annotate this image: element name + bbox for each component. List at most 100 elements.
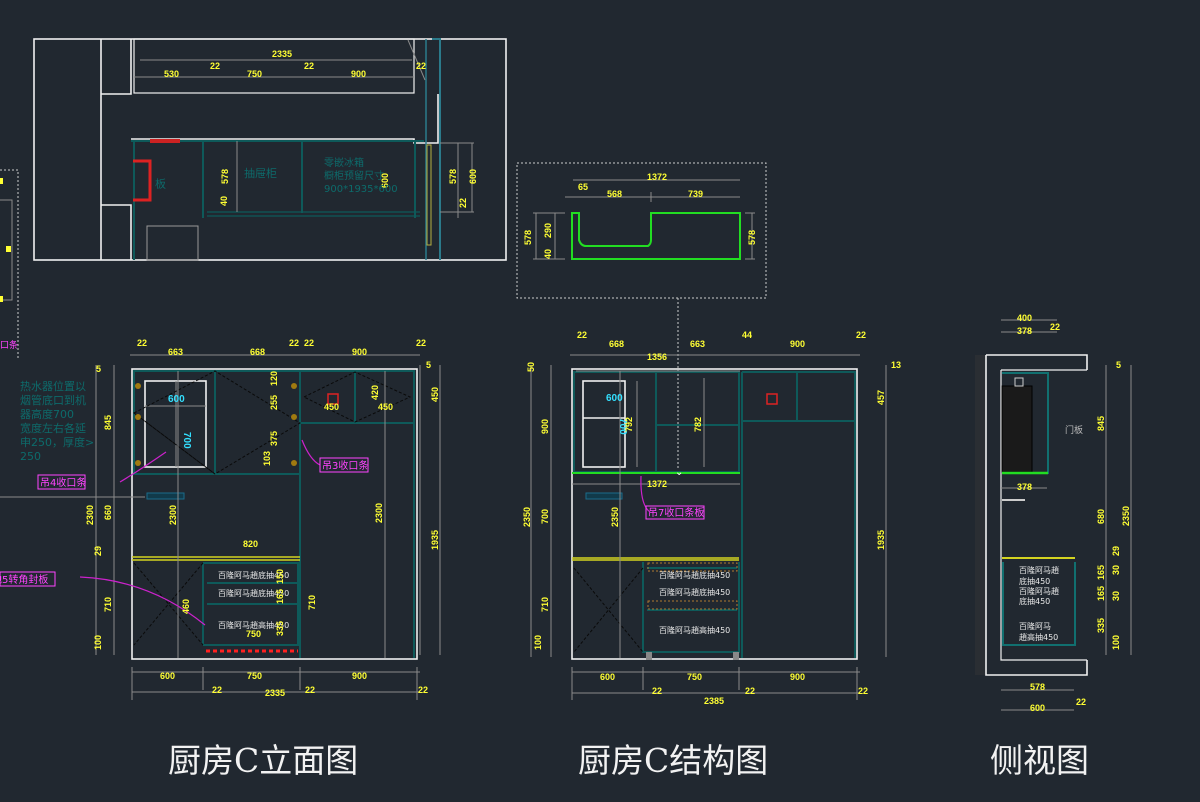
countertop-left-dim: 578 xyxy=(523,230,533,245)
heater-note-line: 250 xyxy=(20,450,41,463)
arrow-down-icon: ⌄ xyxy=(675,467,683,478)
drawer-dim: 165 xyxy=(275,589,285,604)
drawer-label: 底抽450 xyxy=(1019,596,1050,606)
window-width-dim: 600 xyxy=(168,394,185,405)
inner-height-dim: 782 xyxy=(693,417,703,432)
heater-note-line: 热水器位置以 xyxy=(20,379,86,393)
plan-seg-dim: 22 xyxy=(416,61,426,71)
side-right-dim: 30 xyxy=(1111,565,1121,575)
countertop-left-dim: 290 xyxy=(543,223,553,238)
left-dim: 700 xyxy=(540,509,550,524)
counter-width-dim: 820 xyxy=(243,539,258,549)
upper-dim: 120 xyxy=(269,371,279,386)
drawer-label: 百隆阿马趙底抽450 xyxy=(218,570,289,580)
side-right-dim: 2350 xyxy=(1121,506,1131,526)
bottom-dim: 22 xyxy=(858,686,868,696)
drawer-label: 百隆阿马趙高抽450 xyxy=(218,620,289,630)
fridge-label: 900*1935*600 xyxy=(324,184,398,195)
countertop-seg-dim: 65 xyxy=(578,182,588,192)
tag-label: 地5转角封板 xyxy=(0,573,48,586)
left-dim: 5 xyxy=(96,364,101,374)
heater-note-line: 器高度700 xyxy=(20,407,74,421)
elevation-top-dim: 22 xyxy=(416,338,426,348)
right-dim: 5 xyxy=(426,360,431,370)
left-dim: 710 xyxy=(103,597,113,612)
structure-top-dim: 44 xyxy=(742,330,752,340)
side-bottom-dim: 22 xyxy=(1076,697,1086,707)
bottom-dim: 22 xyxy=(418,685,428,695)
plan-seg-dim: 530 xyxy=(164,69,179,79)
left-dim: 29 xyxy=(93,546,103,556)
side-inner-width-dim: 378 xyxy=(1017,482,1032,492)
plan-depth-dim: 22 xyxy=(458,198,468,208)
side-right-dim: 165 xyxy=(1096,565,1106,580)
heater-note-line: 宽度左右各延 xyxy=(20,421,86,435)
left-dim: 100 xyxy=(533,635,543,650)
elevation-top-dim: 22 xyxy=(289,338,299,348)
window-height-dim: 700 xyxy=(181,432,192,449)
structure-top-dim: 900 xyxy=(790,339,805,349)
bottom-dim: 22 xyxy=(305,685,315,695)
plan-depth-dim: 600 xyxy=(380,173,390,188)
left-dim: 100 xyxy=(93,635,103,650)
side-right-dim: 30 xyxy=(1111,591,1121,601)
side-right-dim: 165 xyxy=(1096,586,1106,601)
corner-label: 板 xyxy=(154,177,167,190)
door-panel-label: 门板 xyxy=(1065,424,1083,436)
structure-top-dim: 668 xyxy=(609,339,624,349)
left-dim: 845 xyxy=(103,415,113,430)
drawer-width-dim: 750 xyxy=(246,629,261,639)
left-partial-view: 口条 xyxy=(0,169,19,360)
side-right-dim: 845 xyxy=(1096,416,1106,431)
left-dim: 710 xyxy=(540,597,550,612)
bottom-dim: 900 xyxy=(790,672,805,682)
fridge-top-dim: 450 xyxy=(378,402,393,412)
inner-dim: 460 xyxy=(181,599,191,614)
side-view: 400 378 22 门板 378 5 845 680 2350 29 30 1… xyxy=(975,313,1132,713)
drawer-cabinet-label: 抽屉柜 xyxy=(244,166,277,180)
fridge-label: 橱柜预留尺寸 xyxy=(324,169,384,182)
countertop-left-dim: 40 xyxy=(543,249,553,259)
heater-note-line: 烟管底口到机 xyxy=(20,393,86,407)
inner-dim: 2350 xyxy=(610,507,620,527)
side-top-dim: 22 xyxy=(1050,322,1060,332)
side-bottom-dim: 578 xyxy=(1030,682,1045,692)
side-right-dim: 335 xyxy=(1096,618,1106,633)
bottom-total-dim: 2335 xyxy=(265,688,285,698)
side-view-title: 侧视图 xyxy=(990,741,1089,780)
elevation-top-dim: 668 xyxy=(250,347,265,357)
drawer-label: 百隆阿马趙底抽450 xyxy=(218,588,289,598)
window-height-dim: 700 xyxy=(617,418,628,435)
countertop-seg-dim: 739 xyxy=(688,189,703,199)
left-dim: 2350 xyxy=(522,507,532,527)
upper-dim: 255 xyxy=(269,395,279,410)
bottom-dim: 900 xyxy=(352,671,367,681)
plan-depth-dim: 578 xyxy=(448,169,458,184)
side-bottom-dim: 600 xyxy=(1030,703,1045,713)
drawer-label: 百隆阿马趙高抽450 xyxy=(659,625,730,635)
tag-label: 吊7收口条板 xyxy=(648,506,704,519)
tag-label: 吊4收口条 xyxy=(40,476,86,489)
drawer-label: 百隆阿马趙 xyxy=(1019,586,1059,596)
heater-note: 热水器位置以 烟管底口到机 器高度700 宽度左右各延 申250，厚度> 250 xyxy=(20,379,94,463)
svg-text:口条: 口条 xyxy=(0,339,18,351)
sub-total-dim: 1356 xyxy=(647,352,667,362)
upper-dim: 103 xyxy=(262,451,272,466)
upper-dim: 375 xyxy=(269,431,279,446)
elevation-top-dim: 900 xyxy=(352,347,367,357)
bottom-dim: 22 xyxy=(212,685,222,695)
side-right-dim: 29 xyxy=(1111,546,1121,556)
countertop-total-dim: 1372 xyxy=(647,172,667,182)
plan-view: 2335 530 22 750 22 900 22 578 600 578 60… xyxy=(33,38,507,261)
plan-depth-dim: 600 xyxy=(468,169,478,184)
structure-title: 厨房C结构图 xyxy=(578,741,768,780)
side-right-dim: 100 xyxy=(1111,635,1121,650)
elevation-top-dim: 663 xyxy=(168,347,183,357)
drawer-label: 百隆阿马趙 xyxy=(1019,565,1059,575)
drawer-label: 百隆阿马 xyxy=(1019,621,1051,631)
bottom-dim: 22 xyxy=(745,686,755,696)
drawer-dim: 335 xyxy=(275,621,285,636)
